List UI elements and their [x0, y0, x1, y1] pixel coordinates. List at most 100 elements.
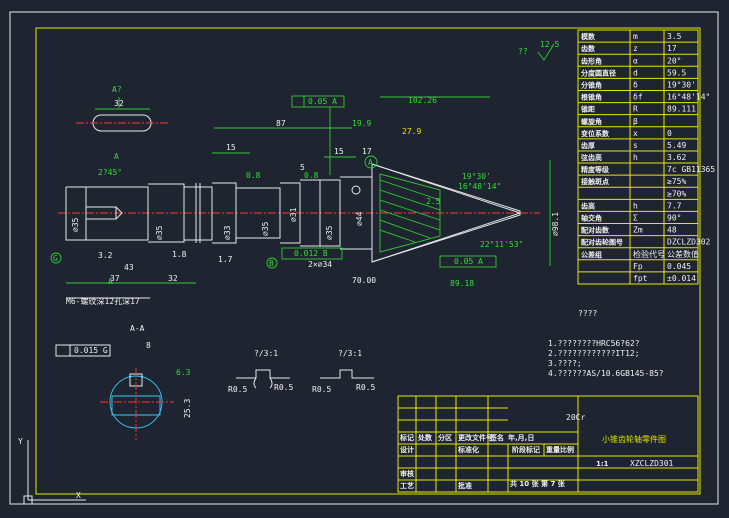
param-cell: 0.045: [667, 262, 691, 271]
svg-text:5: 5: [300, 163, 305, 172]
param-cell: 公差组: [581, 250, 602, 259]
detail-i-view: ?/3:1 R0.5 R0.5: [228, 349, 293, 394]
svg-text:102.26: 102.26: [408, 96, 437, 105]
param-cell: 轴交角: [581, 214, 602, 223]
svg-text:3.????;: 3.????;: [548, 359, 582, 368]
svg-text:1.8: 1.8: [172, 250, 187, 259]
symmetry-tolerance-box: 0.015 G: [55, 344, 111, 357]
param-cell: 分锥角: [581, 80, 602, 89]
param-cell: 16°48'14": [667, 93, 710, 102]
svg-text:6.3: 6.3: [176, 368, 191, 377]
svg-text:2×∅34: 2×∅34: [308, 260, 332, 269]
param-cell: 精度等级: [581, 165, 610, 174]
param-cell: 5.49: [667, 141, 686, 150]
gear-teeth-hatch: [379, 173, 441, 253]
svg-text:B: B: [269, 259, 274, 268]
svg-text:4.??????AS/10.6GB145-85?: 4.??????AS/10.6GB145-85?: [548, 369, 664, 378]
param-cell: 弦齿高: [581, 153, 602, 162]
param-cell: 59.5: [667, 68, 686, 77]
runout-tolerance-box: 0.05 A: [439, 255, 497, 268]
svg-text:标准化: 标准化: [457, 445, 479, 454]
svg-text:15: 15: [334, 147, 344, 156]
corner-roughness-symbol: 12.5: [537, 40, 559, 61]
svg-text:A-A: A-A: [130, 324, 145, 333]
param-cell: ≥75%: [667, 177, 686, 186]
datum-b-marker: B: [266, 257, 278, 269]
param-cell: ≥70%: [667, 189, 686, 198]
param-cell: 变位系数: [581, 129, 610, 138]
svg-text:∅98.1: ∅98.1: [551, 212, 560, 236]
param-cell: δf: [633, 93, 643, 102]
param-cell: z: [633, 44, 638, 53]
svg-text:0.8: 0.8: [304, 171, 319, 180]
svg-text:∅35: ∅35: [155, 225, 164, 240]
svg-text:R0.5: R0.5: [356, 383, 375, 392]
main-view-dimensions: 0.05 A 102.26 87 19.9 27.9 15 15 17 5 2?…: [50, 95, 560, 306]
svg-text:R0.5: R0.5: [312, 385, 331, 394]
param-cell: h: [633, 201, 638, 210]
ucs-axis-icon: Y X: [18, 437, 86, 505]
top-unknown-symbol: ??: [518, 47, 528, 56]
svg-text:2.5: 2.5: [426, 197, 441, 206]
param-cell: 模数: [581, 32, 596, 41]
svg-text:审核: 审核: [400, 469, 414, 478]
param-cell: Zm: [633, 226, 643, 235]
part-name-text: 小锥齿轮轴零件图: [602, 434, 666, 444]
svg-text:处数: 处数: [417, 433, 433, 442]
parallel-tolerance-box: 0.05 A: [291, 95, 345, 108]
param-cell: 齿形角: [581, 56, 602, 65]
svg-text:A: A: [368, 158, 373, 167]
svg-text:87: 87: [276, 119, 286, 128]
svg-text:A: A: [108, 277, 113, 286]
svg-text:0.8: 0.8: [246, 171, 261, 180]
svg-text:阶段标记: 阶段标记: [512, 445, 540, 454]
param-cell: 89.111: [667, 105, 696, 114]
param-cell: x: [633, 129, 638, 138]
svg-text:G: G: [53, 254, 58, 263]
svg-text:0.012 B: 0.012 B: [294, 249, 328, 258]
inner-drawing-frame: [35, 27, 701, 495]
svg-text:2?45°: 2?45°: [98, 168, 122, 177]
param-cell: δ: [633, 80, 638, 89]
sheet-count-text: 共 10 张 第 7 张: [510, 479, 566, 488]
svg-text:分区: 分区: [438, 433, 452, 442]
a-a-section-view: A-A 0.015 G 8 6.3 25.3: [55, 324, 192, 440]
svg-text:批准: 批准: [458, 481, 472, 490]
param-cell: 齿数: [581, 44, 596, 53]
svg-text:?/3:1: ?/3:1: [338, 349, 362, 358]
param-cell: Σ: [633, 214, 638, 223]
svg-text:????: ????: [578, 309, 597, 318]
svg-text:22°11'53": 22°11'53": [480, 240, 523, 249]
svg-text:16°48'14": 16°48'14": [458, 182, 501, 191]
svg-text:8: 8: [146, 341, 151, 350]
svg-text:17: 17: [362, 147, 372, 156]
svg-text:∅35: ∅35: [261, 221, 270, 236]
param-cell: 螺旋角: [581, 117, 602, 126]
svg-text:70.00: 70.00: [352, 276, 376, 285]
param-cell: 检验代号: [633, 249, 665, 259]
title-block: 20Cr 小锥齿轮轴零件图 XZCLZD301 1:1 共 10 张 第 7 张…: [397, 395, 699, 493]
param-cell: 3.62: [667, 153, 686, 162]
svg-text:设计: 设计: [400, 445, 414, 454]
svg-text:X: X: [76, 491, 81, 500]
param-cell: 3.5: [667, 32, 682, 41]
shaft-main-view: [58, 163, 540, 263]
technical-notes: ???? 1.????????HRC56?62? 2.????????????I…: [548, 309, 664, 378]
param-cell: 7.7: [667, 201, 682, 210]
param-cell: d: [633, 68, 638, 77]
param-cell: s: [633, 141, 638, 150]
svg-text:更改文件号: 更改文件号: [458, 433, 493, 442]
param-cell: 48: [667, 226, 677, 235]
svg-text:∅31: ∅31: [289, 207, 298, 222]
svg-text:1:1: 1:1: [596, 460, 609, 468]
svg-text:15: 15: [226, 143, 236, 152]
param-cell: 齿厚: [581, 141, 595, 150]
param-cell: 90°: [667, 214, 681, 223]
svg-text:27.9: 27.9: [402, 127, 421, 136]
datum-g-marker: G: [50, 252, 62, 264]
drawing-no-text: XZCLZD301: [630, 459, 674, 468]
param-cell: h: [633, 153, 638, 162]
param-cell: 19°30': [667, 80, 696, 89]
param-cell: 接触斑点: [581, 177, 609, 186]
